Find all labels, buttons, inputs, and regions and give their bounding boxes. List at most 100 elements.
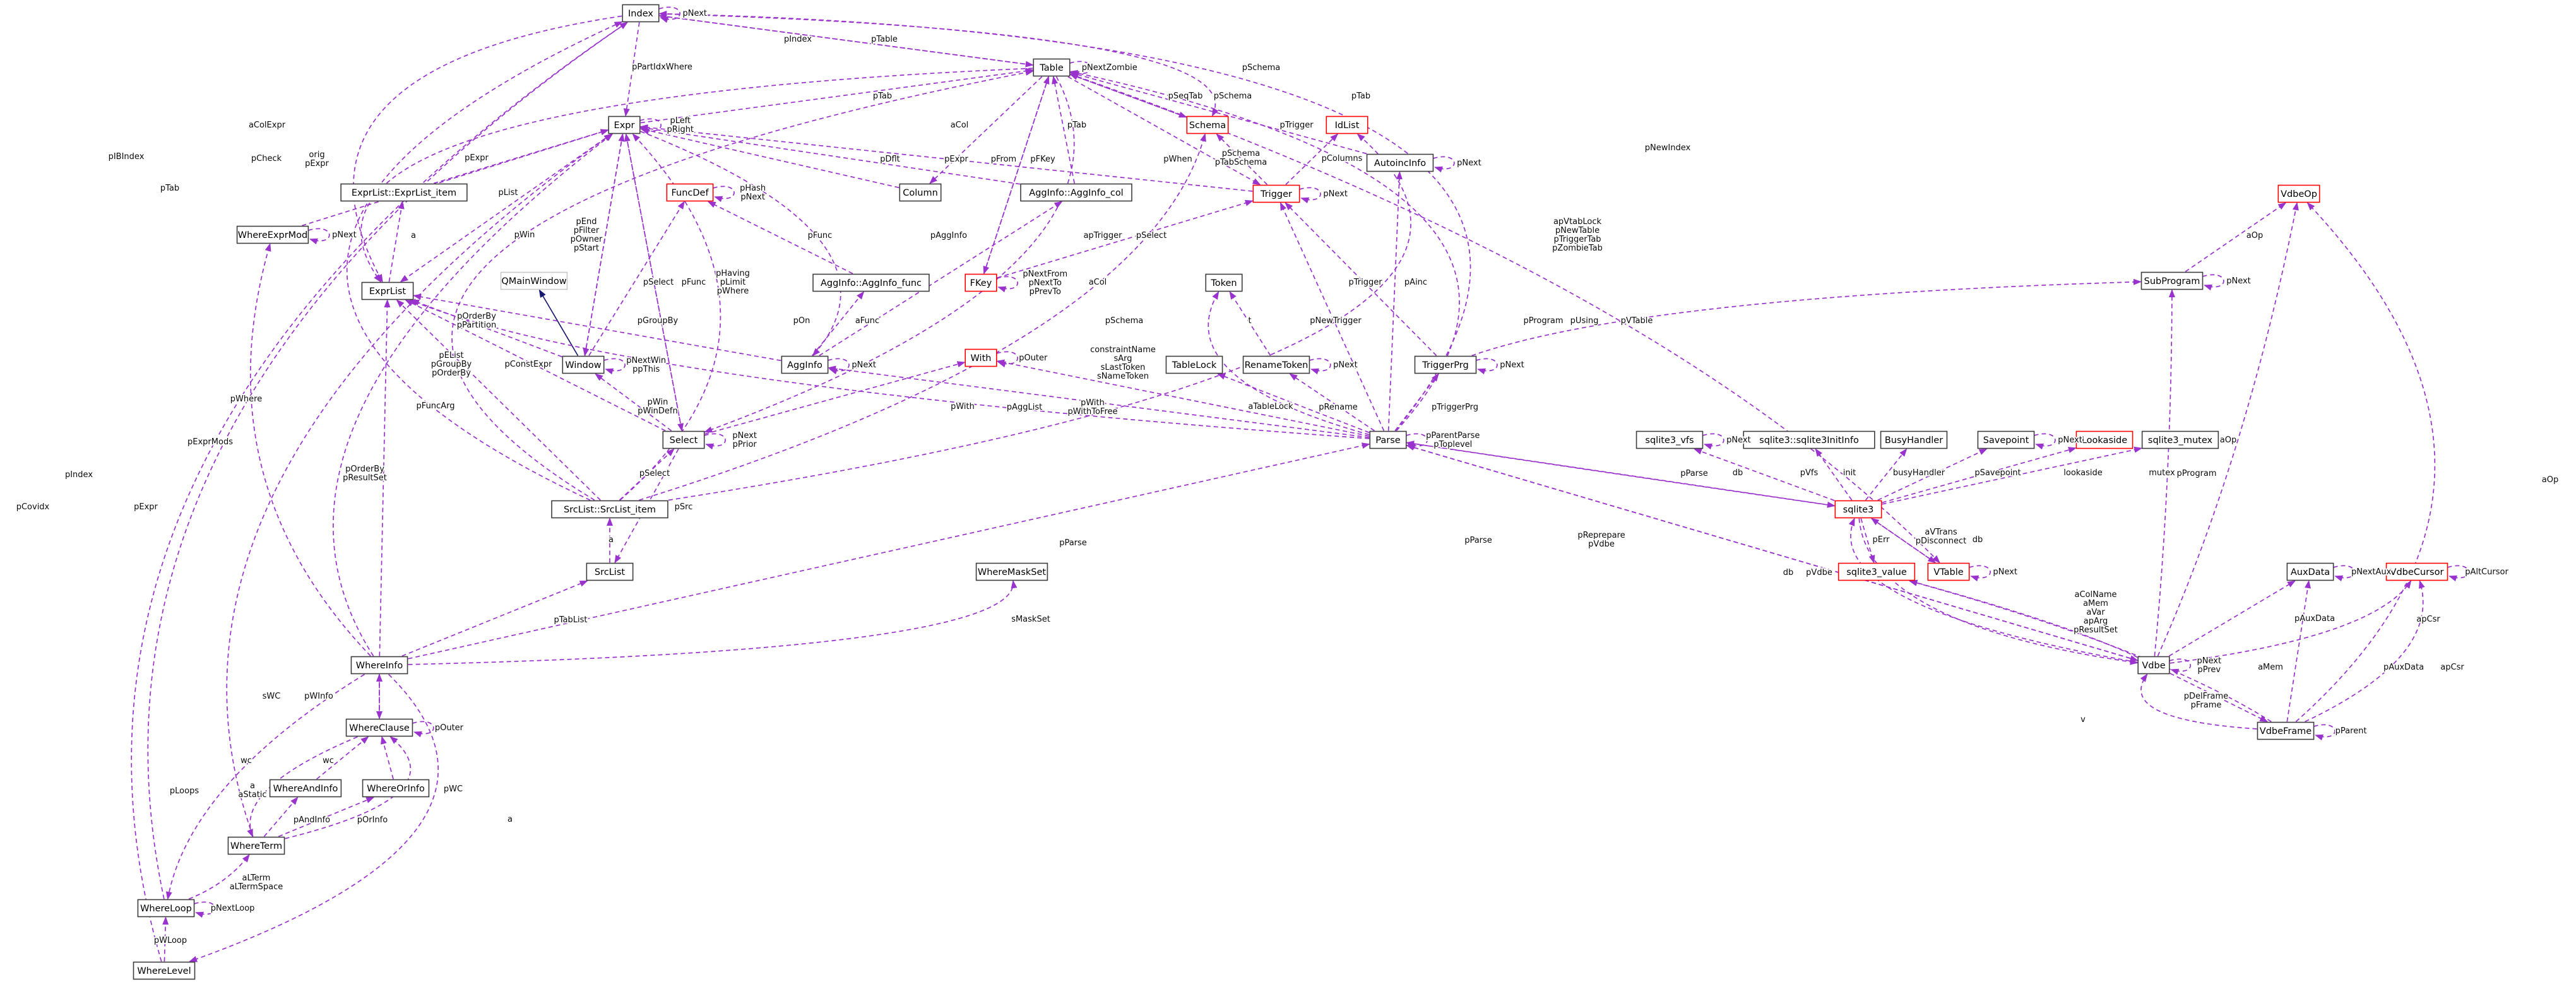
edge-label-wcl-self: pOuter: [435, 723, 464, 733]
node-sqlite3-mutex[interactable]: sqlite3_mutex: [2141, 430, 2219, 449]
node-expr[interactable]: Expr: [608, 115, 641, 134]
edge-fnc-fnc: [713, 186, 735, 203]
node-whereterm[interactable]: WhereTerm: [227, 836, 285, 855]
node-exprlist-exprlist-item[interactable]: ExprList::ExprList_item: [340, 183, 468, 202]
node-whereexprmod[interactable]: WhereExprMod: [236, 225, 309, 244]
node-whereandinfo[interactable]: WhereAndInfo: [269, 779, 342, 798]
node-select[interactable]: Select: [662, 430, 705, 449]
node-lookaside[interactable]: Lookaside: [2075, 430, 2134, 449]
node-renametoken[interactable]: RenameToken: [1242, 355, 1310, 374]
node-label: FuncDef: [671, 188, 709, 198]
node-with[interactable]: With: [965, 348, 997, 367]
node-trigger[interactable]: Trigger: [1252, 184, 1300, 203]
node-vtable[interactable]: VTable: [1927, 562, 1970, 581]
edge-label-sel-wth: pWith: [951, 402, 975, 411]
node-vdbe[interactable]: Vdbe: [2137, 656, 2170, 675]
node-vdbecursor[interactable]: VdbeCursor: [2385, 562, 2448, 581]
node-busyhandler[interactable]: BusyHandler: [1880, 430, 1948, 449]
edge-rtk-tok: [1229, 291, 1271, 356]
node-label: VTable: [1933, 567, 1963, 577]
edge-db3-lka: [1882, 447, 2077, 504]
node-subprogram[interactable]: SubProgram: [2140, 271, 2204, 290]
node-window[interactable]: Window: [562, 355, 605, 374]
node-autoincinfo[interactable]: AutoincInfo: [1366, 153, 1434, 172]
edge-label-winf-srl: pTabList: [554, 615, 588, 625]
node-tablelock[interactable]: TableLock: [1165, 355, 1223, 374]
node-index[interactable]: Index: [622, 4, 660, 23]
edge-sli-sch: [639, 133, 1206, 501]
node-vdbeframe[interactable]: VdbeFrame: [2257, 721, 2315, 740]
node-label: VdbeOp: [2281, 189, 2317, 199]
node-vdbeop[interactable]: VdbeOp: [2277, 184, 2320, 203]
edge-exl-eli: [388, 201, 405, 282]
node-sqlite3-vfs[interactable]: sqlite3_vfs: [1635, 430, 1704, 449]
node-auxdata[interactable]: AuxData: [2286, 562, 2334, 581]
edge-label-tbl-fky: pFKey: [1030, 155, 1055, 164]
edge-win-fnc: [588, 201, 685, 356]
node-triggerprg[interactable]: TriggerPrg: [1414, 355, 1477, 374]
node-label: AggInfo::AggInfo_func: [821, 278, 922, 288]
edge-vdb-vdb: [2169, 658, 2192, 675]
node-sqlite3-sqlite3initinfo[interactable]: sqlite3::sqlite3InitInfo: [1743, 430, 1875, 449]
node-whereinfo[interactable]: WhereInfo: [350, 656, 408, 675]
node-table[interactable]: Table: [1033, 58, 1071, 77]
edge-label-vfr-val: aMem: [2258, 663, 2283, 672]
node-whereorinfo[interactable]: WhereOrInfo: [362, 779, 430, 798]
node-whereloop[interactable]: WhereLoop: [137, 899, 195, 918]
node-token[interactable]: Token: [1205, 273, 1243, 292]
edge-prs-prs: [1406, 433, 1428, 450]
edge-label-vfs-self: pNext: [1726, 435, 1751, 445]
node-schema[interactable]: Schema: [1186, 115, 1229, 134]
edge-vfr-vdb: [2140, 673, 2257, 730]
edge-cur-cur: [2447, 565, 2469, 582]
edge-label-db3-ini: init: [1843, 468, 1856, 478]
node-funcdef[interactable]: FuncDef: [666, 183, 714, 202]
node-srclist[interactable]: SrcList: [586, 562, 634, 581]
edge-label-sli-sch: pSchema: [1105, 316, 1144, 326]
node-wherelevel[interactable]: WhereLevel: [133, 961, 196, 980]
node-label: AggInfo: [787, 360, 822, 370]
node-exprlist[interactable]: ExprList: [361, 281, 414, 300]
node-parse[interactable]: Parse: [1369, 430, 1407, 449]
edge-label-idx-sch: pSchema: [1242, 63, 1281, 73]
edge-wcl-wcl: [412, 721, 434, 738]
edge-vdb-sub: [2154, 289, 2175, 656]
node-savepoint[interactable]: Savepoint: [1977, 430, 2035, 449]
node-sqlite3[interactable]: sqlite3: [1834, 500, 1882, 519]
edge-label-agg-afn: aFunc: [855, 316, 879, 326]
edge-label-vtb-db3: db: [1973, 535, 1983, 545]
edge-sel-sel: [704, 433, 726, 450]
edge-vtb-db3: [1870, 518, 1936, 564]
edge-label-vdb-aux: pAuxData: [2383, 663, 2424, 672]
edge-label-sli-sel: pSelect: [639, 469, 670, 478]
node-label: WhereExprMod: [238, 230, 308, 240]
edge-expr-sel: [625, 134, 684, 432]
node-label: AuxData: [2291, 567, 2330, 577]
edge-label-vdb-sub: pProgram: [2176, 469, 2216, 478]
node-label: SrcList: [595, 567, 625, 577]
node-column[interactable]: Column: [899, 183, 942, 202]
edge-sub-sub: [2202, 274, 2224, 291]
edge-prs-db3: [1406, 442, 1836, 508]
node-wheremaskset[interactable]: WhereMaskSet: [975, 562, 1048, 581]
node-agginfo-agginfo-col[interactable]: AggInfo::AggInfo_col: [1020, 183, 1132, 202]
node-srclist-srclist-item[interactable]: SrcList::SrcList_item: [551, 500, 668, 519]
node-agginfo-agginfo-func[interactable]: AggInfo::AggInfo_func: [812, 273, 930, 292]
node-whereclause[interactable]: WhereClause: [345, 718, 413, 737]
edge-label-tbl-idx: pIndex: [784, 35, 812, 44]
edge-vfr-aux: [2286, 580, 2311, 722]
node-qmainwindow[interactable]: QMainWindow: [500, 271, 568, 290]
edge-expr-exl: [400, 133, 612, 283]
edge-label-tbl-sel: pSelect: [1136, 231, 1166, 240]
node-label: VdbeFrame: [2260, 726, 2312, 736]
node-sqlite3-value[interactable]: sqlite3_value: [1837, 562, 1916, 581]
node-agginfo[interactable]: AggInfo: [781, 355, 829, 374]
node-fkey[interactable]: FKey: [965, 273, 997, 292]
node-idlist[interactable]: IdList: [1326, 115, 1368, 134]
